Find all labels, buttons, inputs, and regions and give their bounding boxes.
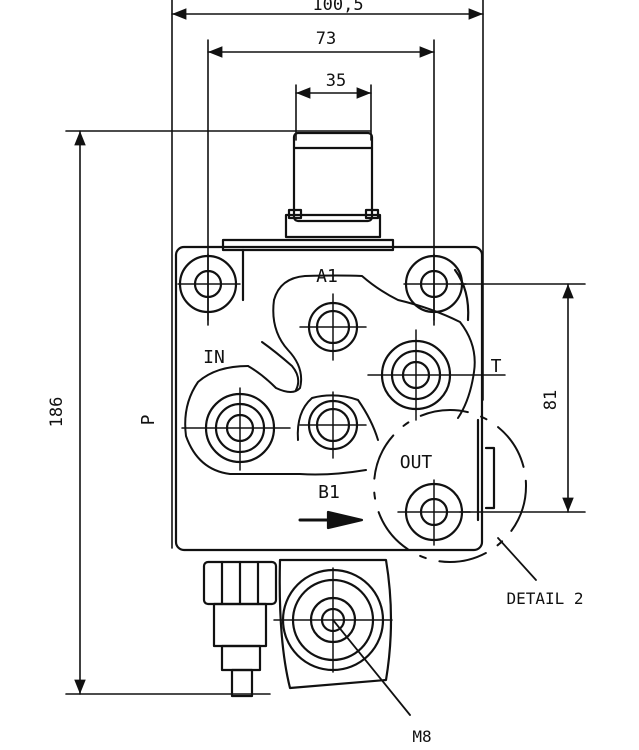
port-in-label: IN: [203, 347, 225, 368]
valve-body: [174, 238, 484, 552]
thread-callout-label: M8: [412, 727, 431, 746]
port-b1-label: B1: [318, 482, 340, 503]
bolt-spacing-label: 73: [316, 29, 336, 49]
port-a1-hole: [299, 293, 367, 361]
detail-callout-label: DETAIL 2: [506, 589, 583, 608]
overall-width-label: 100,5: [312, 0, 363, 15]
overall-height-label: 186: [47, 397, 67, 428]
bolt-hole-top-left: [177, 253, 241, 321]
port-out-hole: [397, 418, 496, 546]
detail-circle: [373, 409, 537, 581]
bolt-hole-top-right: [403, 253, 467, 321]
flow-arrow: [298, 510, 364, 530]
port-a1-label: A1: [316, 266, 338, 287]
port-b1-hole: [299, 391, 367, 459]
lower-housing-right: [273, 558, 411, 716]
port-p-label: P: [138, 414, 159, 425]
port-spacing-label: 81: [541, 390, 561, 410]
internal-flow-outline: [184, 274, 476, 476]
lower-fitting-left: [202, 560, 278, 698]
port-in-hole: [181, 387, 291, 471]
port-out-label: OUT: [400, 452, 433, 473]
spool-stem: [284, 131, 382, 239]
spool-width-label: 35: [326, 71, 346, 91]
port-t-hole: [367, 329, 506, 421]
port-t-label: T: [491, 356, 502, 377]
